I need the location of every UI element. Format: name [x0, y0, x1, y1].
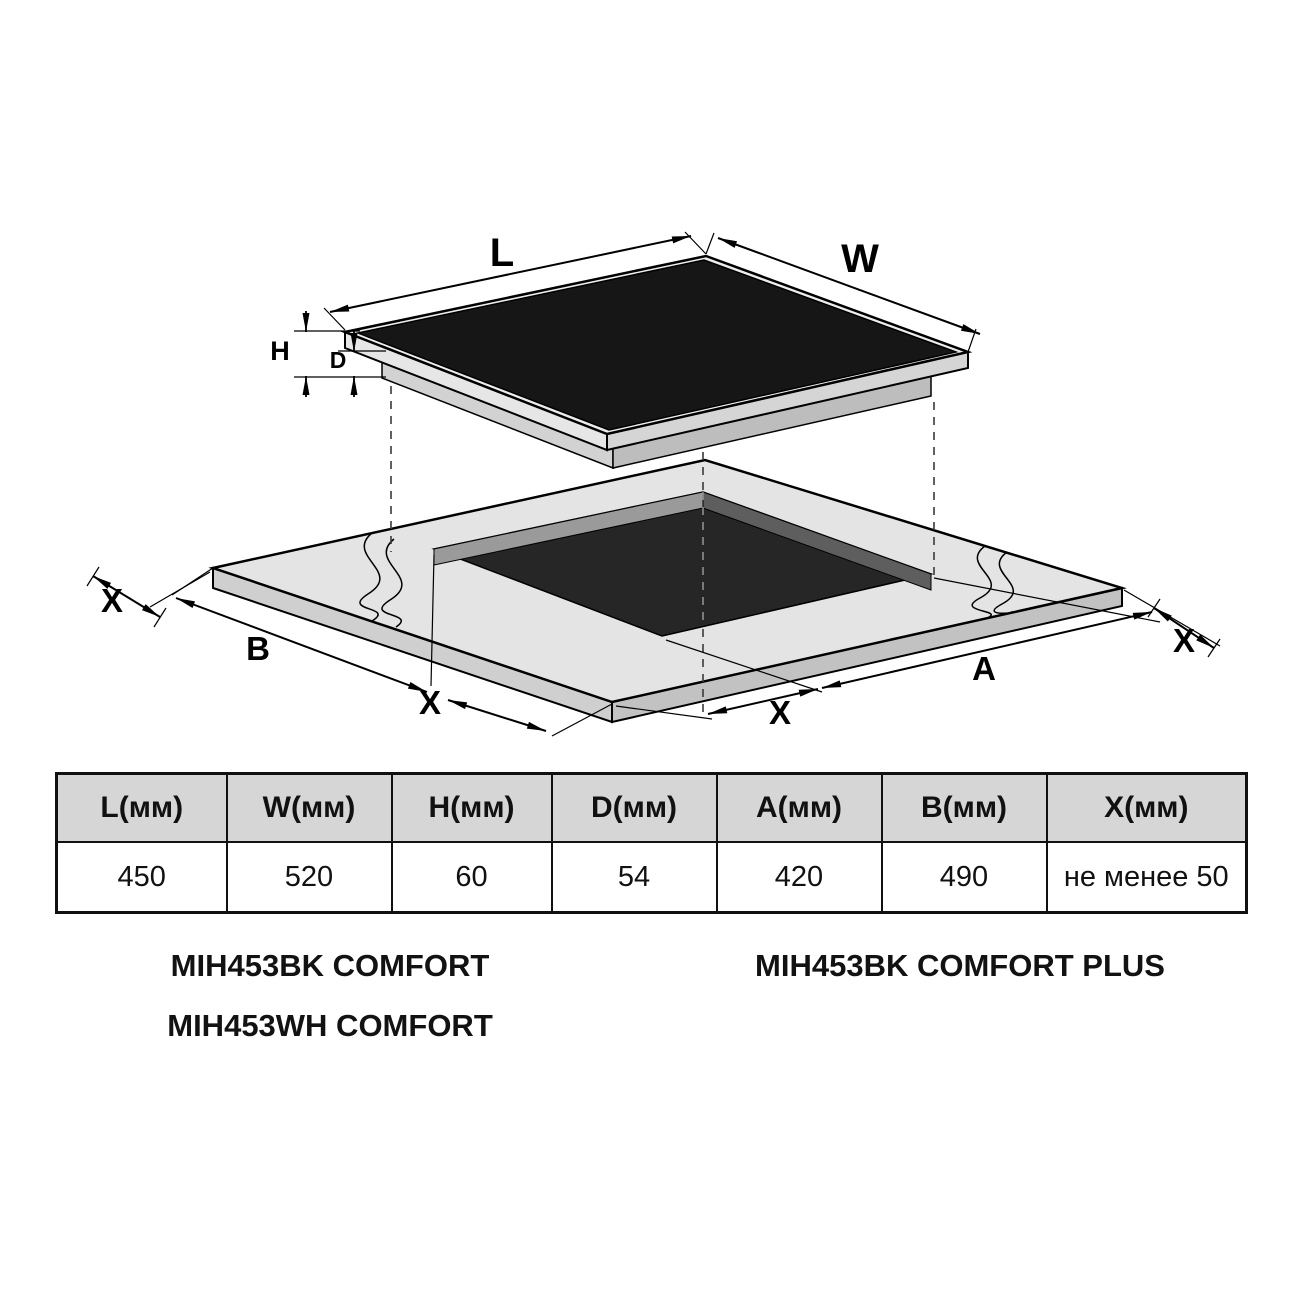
- dim-label-B: B: [246, 630, 270, 667]
- model-name-2: MIH453WH COMFORT: [167, 1008, 493, 1043]
- table-value-row: 450 520 60 54 420 490 не менее 50: [55, 841, 1248, 914]
- dim-label-X-bottom-left: X: [419, 684, 441, 721]
- ext-line-X-bl: [551, 703, 613, 737]
- dim-label-W: W: [841, 237, 879, 281]
- tick-X-left-2: [153, 607, 167, 628]
- table-value-B: 490: [880, 841, 1048, 914]
- table-value-H: 60: [390, 841, 553, 914]
- table-header-W: W(мм): [225, 772, 393, 843]
- ext-line-B-1: [171, 567, 214, 596]
- table-header-row: L(мм) W(мм) H(мм) D(мм) A(мм) B(мм) X(мм…: [55, 772, 1248, 843]
- installation-diagram: L W H D X B X X A X: [86, 231, 1221, 737]
- dim-line-X-right: [1153, 607, 1215, 649]
- dimensions-table: L(мм) W(мм) H(мм) D(мм) A(мм) B(мм) X(мм…: [55, 772, 1248, 914]
- projection-lines: [390, 386, 935, 712]
- model-names-left: MIH453BK COMFORT MIH453WH COMFORT: [75, 948, 585, 1068]
- table-value-W: 520: [225, 841, 393, 914]
- ext-line-B-2: [430, 554, 435, 687]
- table-header-L: L(мм): [55, 772, 228, 843]
- dim-line-X-bc: [707, 688, 819, 715]
- table-value-D: 54: [550, 841, 718, 914]
- dim-label-A: A: [972, 650, 996, 687]
- dim-line-L: [329, 235, 692, 313]
- table-header-X: X(мм): [1045, 772, 1248, 843]
- dimension-annotations: [86, 231, 1221, 737]
- dim-label-X-left: X: [101, 582, 123, 619]
- ext-line-X-bc-1: [615, 705, 713, 720]
- table-header-A: A(мм): [715, 772, 883, 843]
- dim-line-X-bl: [447, 699, 547, 732]
- table-value-L: 450: [55, 841, 228, 914]
- model-name-3: MIH453BK COMFORT PLUS: [755, 948, 1165, 983]
- dim-line-B: [175, 597, 428, 693]
- table-header-H: H(мм): [390, 772, 553, 843]
- model-name-1: MIH453BK COMFORT: [170, 948, 490, 983]
- table-value-A: 420: [715, 841, 883, 914]
- table-header-B: B(мм): [880, 772, 1048, 843]
- dim-line-A: [821, 611, 1153, 689]
- dim-label-X-right: X: [1173, 622, 1195, 659]
- ext-line-L-2: [684, 231, 707, 255]
- dim-line-W: [717, 237, 981, 335]
- dim-label-X-bottom-center: X: [769, 694, 791, 731]
- ext-line-X-bc-2: [665, 639, 823, 693]
- dim-label-D: D: [330, 347, 347, 373]
- dim-label-L: L: [490, 231, 514, 275]
- table-value-X: не менее 50: [1045, 841, 1248, 914]
- cutout-inner-wall-right: [702, 491, 932, 591]
- dim-line-X-left: [92, 575, 161, 618]
- hob: [340, 254, 973, 470]
- dimension-labels: L W H D X B X X A X: [101, 231, 1195, 731]
- ext-line-W-1: [705, 232, 715, 255]
- dim-label-H: H: [270, 336, 290, 366]
- table-header-D: D(мм): [550, 772, 718, 843]
- ext-line-L-1: [323, 307, 346, 331]
- model-names-right: MIH453BK COMFORT PLUS: [705, 948, 1215, 1008]
